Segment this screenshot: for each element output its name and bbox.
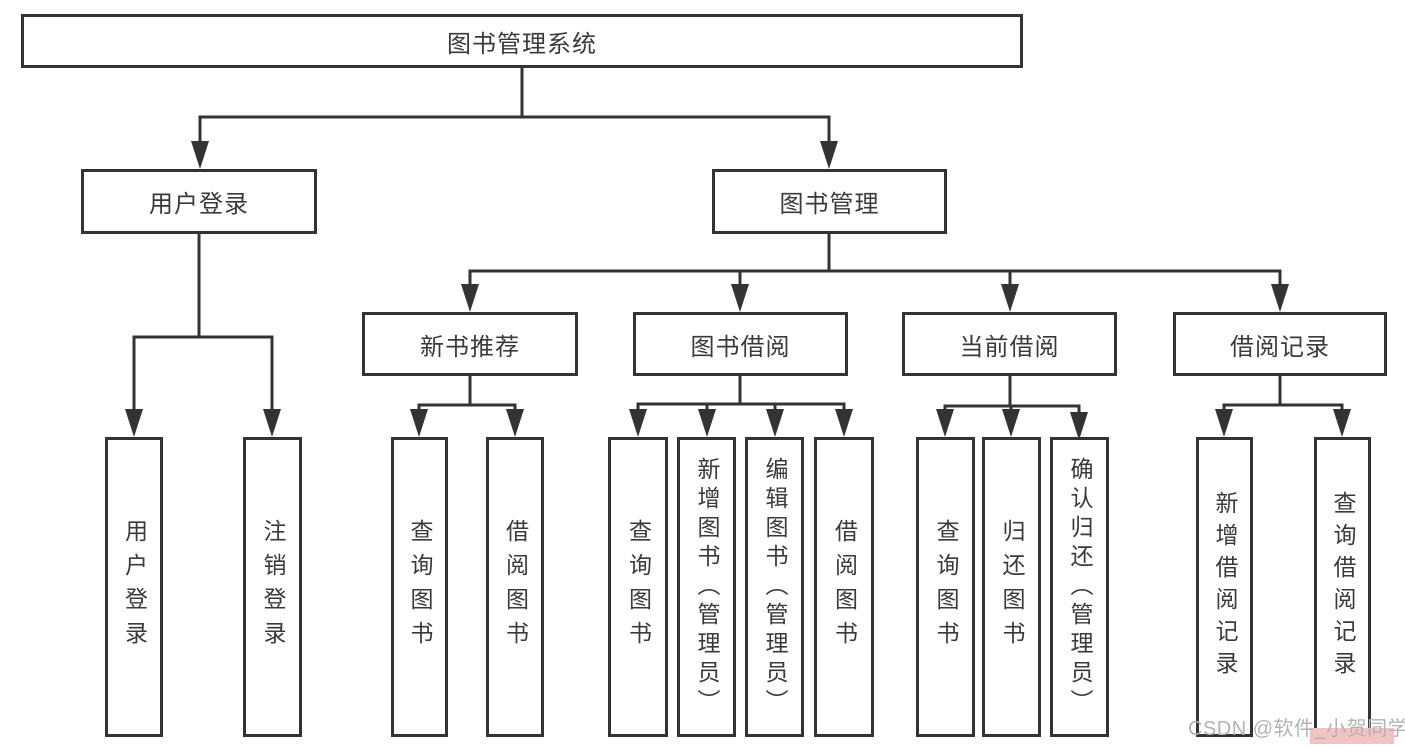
arrowhead-down-icon	[629, 409, 647, 437]
node-label: 图书借阅	[690, 333, 791, 361]
arrowhead-down-icon	[1333, 409, 1351, 437]
arrowhead-down-icon	[698, 409, 716, 437]
node-label: 新增借阅记录	[1212, 491, 1238, 683]
node-label: 查询图书	[625, 519, 652, 655]
arrowhead-down-icon	[936, 409, 954, 437]
node-root: 图书管理系统	[21, 14, 1023, 68]
arrowhead-down-icon	[263, 409, 281, 437]
connector-group	[410, 374, 524, 437]
node-borrow-records: 借阅记录	[1173, 312, 1387, 376]
arrowhead-down-icon	[820, 141, 838, 169]
node-label: 查询图书	[933, 519, 959, 655]
node-label: 注销登录	[260, 519, 286, 655]
node-user-login: 用户登录	[81, 169, 317, 234]
node-label: 新书推荐	[420, 333, 520, 361]
node-current-borrow: 当前借阅	[902, 312, 1117, 376]
node-leaf-logout: 注销登录	[243, 437, 302, 737]
arrowhead-down-icon	[1215, 409, 1233, 437]
node-label: 借阅记录	[1230, 333, 1330, 361]
node-label: 当前借阅	[959, 333, 1060, 361]
node-label: 图书管理系统	[447, 30, 597, 58]
arrowhead-down-icon	[1070, 412, 1088, 440]
node-leaf-add-record: 新增借阅记录	[1196, 437, 1253, 737]
node-book-borrow: 图书借阅	[633, 312, 848, 376]
node-leaf-edit-book: 编辑图书（管理员）	[745, 437, 804, 737]
node-leaf-borrow-book-2: 借阅图书	[814, 437, 874, 737]
arrowhead-down-icon	[1002, 409, 1020, 437]
connector-group	[461, 232, 1289, 312]
node-label: 归还图书	[999, 519, 1025, 655]
node-leaf-query-record: 查询借阅记录	[1314, 437, 1371, 737]
node-leaf-query-book-3: 查询图书	[916, 437, 975, 737]
arrowhead-down-icon	[506, 409, 524, 437]
node-book-mgmt: 图书管理	[712, 169, 947, 234]
node-leaf-query-book-2: 查询图书	[608, 437, 668, 737]
node-label: 借阅图书	[502, 519, 529, 655]
arrowhead-down-icon	[766, 409, 784, 437]
connector-group	[125, 231, 281, 437]
watermark-text: CSDN @软件_小贺同学	[1188, 718, 1405, 740]
arrowhead-down-icon	[835, 409, 853, 437]
arrowhead-down-icon	[461, 284, 479, 312]
node-leaf-confirm-return: 确认归还（管理员）	[1050, 437, 1109, 737]
node-leaf-user-login: 用户登录	[105, 437, 163, 737]
connector-group	[629, 374, 853, 437]
node-label: 确认归还（管理员）	[1067, 456, 1093, 718]
node-label: 新增图书（管理员）	[694, 456, 720, 718]
connector-group	[1215, 374, 1351, 437]
arrowhead-down-icon	[731, 284, 749, 312]
node-new-book-rec: 新书推荐	[362, 312, 578, 376]
arrowhead-down-icon	[191, 141, 209, 169]
arrowhead-down-icon	[1001, 284, 1019, 312]
node-label: 编辑图书（管理员）	[762, 456, 788, 718]
watermark-highlight	[1310, 728, 1394, 744]
node-leaf-return-book: 归还图书	[982, 437, 1041, 737]
node-label: 用户登录	[121, 519, 148, 655]
arrowhead-down-icon	[410, 409, 428, 437]
node-label: 查询借阅记录	[1330, 491, 1356, 683]
node-label: 查询图书	[407, 519, 433, 655]
connector-group	[191, 66, 838, 169]
arrowhead-down-icon	[1271, 284, 1289, 312]
node-label: 图书管理	[779, 191, 880, 218]
connector-group	[936, 374, 1088, 440]
node-leaf-add-book: 新增图书（管理员）	[677, 437, 736, 737]
node-label: 用户登录	[149, 191, 249, 218]
node-leaf-borrow-book-1: 借阅图书	[486, 437, 544, 737]
node-label: 借阅图书	[831, 519, 858, 655]
node-leaf-query-book-1: 查询图书	[391, 437, 448, 737]
arrowhead-down-icon	[125, 409, 143, 437]
